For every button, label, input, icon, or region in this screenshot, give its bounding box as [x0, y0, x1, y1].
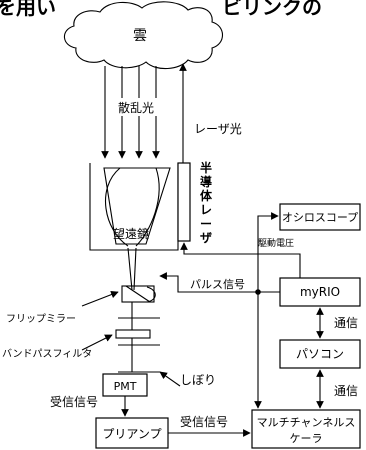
flip-mirror-pointer	[81, 290, 119, 307]
comm-label-2: 通信	[334, 384, 358, 398]
pmt-label: PMT	[114, 380, 137, 393]
semiconductor-laser-box	[177, 162, 191, 242]
flip-mirror-hinge	[146, 286, 156, 303]
preamp-label: プリアンプ	[102, 427, 161, 441]
pulse-to-oscilloscope-arrow	[257, 212, 279, 292]
receive-signal-label-2: 受信信号	[180, 415, 228, 429]
cloud-shape	[63, 1, 224, 70]
oscilloscope-label: オシロスコープ	[282, 211, 358, 224]
preamp-box	[95, 417, 169, 449]
flip-mirror-housing	[121, 285, 155, 303]
laser-light-label: レーザ光	[194, 122, 242, 136]
iris-pointer	[159, 371, 181, 387]
cloud-label: 雲	[133, 28, 147, 44]
scatter-label: 散乱光	[118, 100, 154, 115]
semiconductor-laser-char-2: 導	[200, 174, 212, 189]
pulse-signal-label: パルス信号	[190, 278, 245, 291]
pc-label: パソコン	[296, 347, 344, 361]
telescope-mirror-curve-right	[135, 167, 160, 247]
flip-mirror-plate	[125, 285, 151, 303]
mca-label-line1: マルチチャンネルス	[257, 416, 356, 429]
scatter-label-bg	[110, 98, 162, 116]
semiconductor-laser-char-1: 半	[200, 160, 212, 175]
oscilloscope-box	[279, 203, 361, 231]
iris-label: しぼり	[180, 373, 216, 387]
receive-signal-label-1: 受信信号	[50, 395, 98, 409]
semiconductor-laser-char-3: 体	[200, 188, 213, 203]
drive-voltage-label: 駆動電圧	[258, 238, 294, 249]
telescope-inner-cone	[103, 167, 171, 245]
semiconductor-laser-char-5: ー	[200, 217, 212, 231]
drive-voltage-arrow	[180, 242, 301, 278]
optical-path-left	[127, 247, 133, 291]
pulse-signal-arrow	[159, 272, 280, 293]
telescope-mirror-curve-left	[105, 167, 129, 247]
semiconductor-laser-char-4: レ	[200, 203, 212, 217]
bandpass-filter-pointer	[81, 334, 113, 351]
bandpass-filter-label: バンドパスフィルタ	[2, 348, 92, 360]
header-fragment-right: ビリンクの	[222, 0, 322, 19]
myrio-label: myRIO	[300, 285, 340, 299]
mca-box	[251, 409, 361, 449]
pc-box	[279, 339, 361, 369]
mca-label-line2: ケーラ	[290, 432, 323, 445]
semiconductor-laser-char-6: ザ	[200, 231, 212, 245]
comm-label-1: 通信	[334, 316, 358, 330]
flip-mirror-label: フリップミラー	[6, 313, 76, 325]
header-fragment-left: を用い	[0, 0, 56, 19]
optical-path-right	[133, 247, 137, 291]
bandpass-filter	[115, 329, 151, 339]
telescope-label: 望遠鏡	[113, 226, 149, 241]
